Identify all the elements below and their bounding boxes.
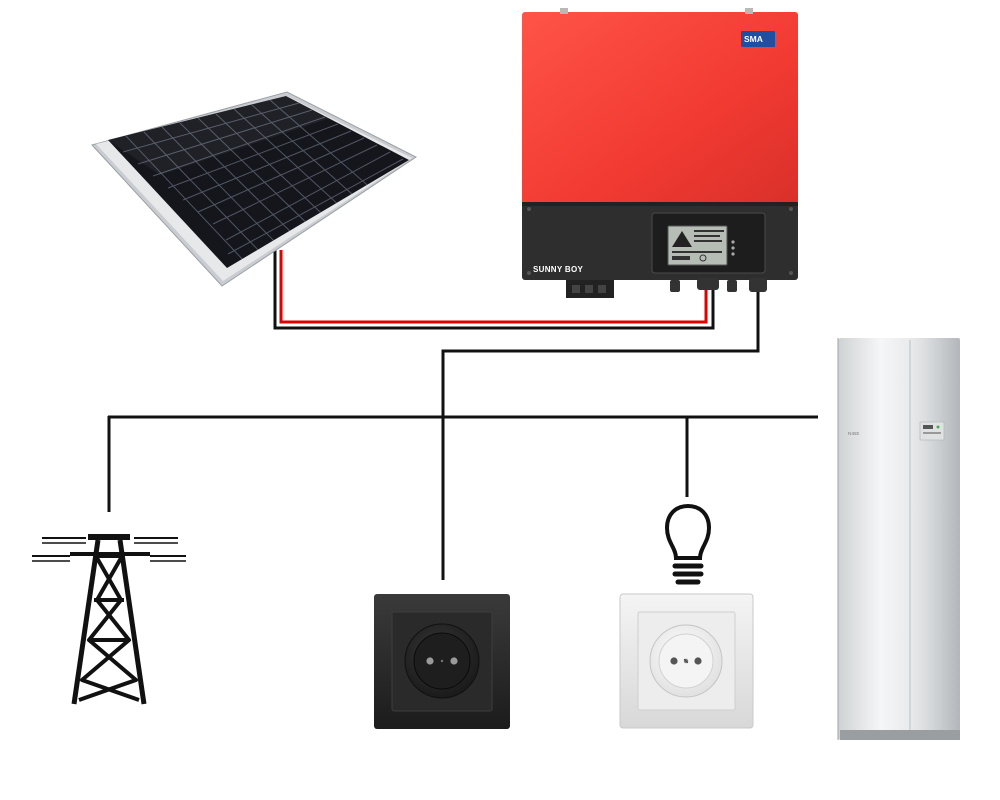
ac-output-wire xyxy=(443,288,758,580)
light-bulb-icon xyxy=(667,506,709,582)
solar-panel-icon xyxy=(92,92,416,286)
white-socket-icon xyxy=(620,594,753,728)
wiring xyxy=(108,250,818,580)
transmission-tower-icon xyxy=(32,534,186,704)
sma-logo-text: SMA xyxy=(744,34,763,44)
heat-pump-brand: NIBE xyxy=(848,431,860,436)
heat-pump-icon: NIBE xyxy=(838,338,960,740)
dark-socket-icon xyxy=(374,594,510,729)
inverter-icon: SMA SUNNY BOY xyxy=(522,8,798,298)
heat-pump-control-panel xyxy=(920,422,944,440)
inverter-model-label: SUNNY BOY xyxy=(533,265,583,274)
